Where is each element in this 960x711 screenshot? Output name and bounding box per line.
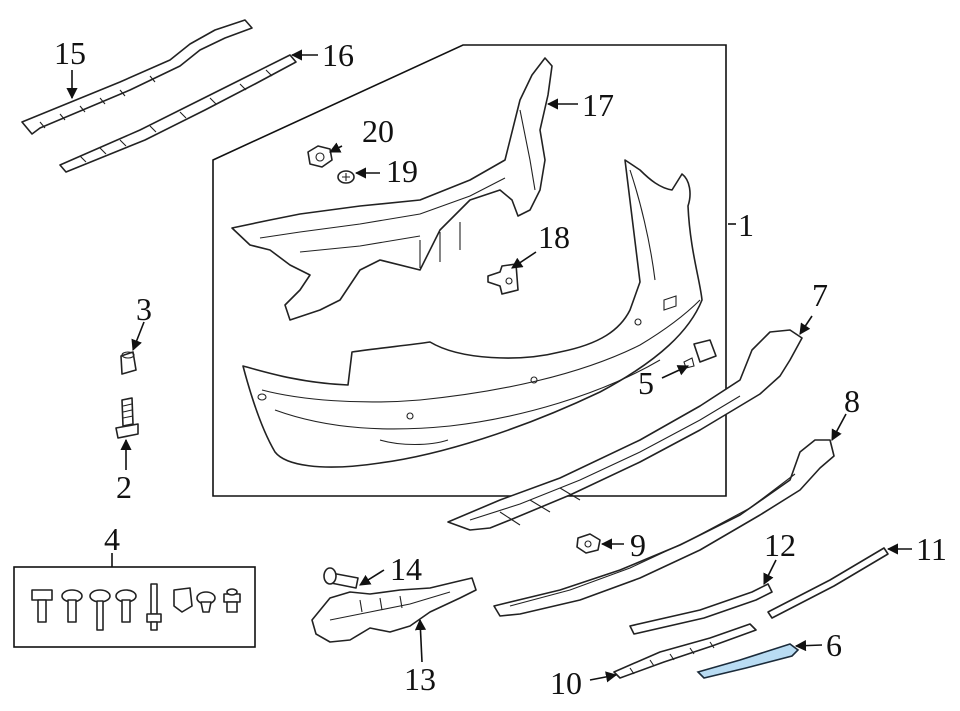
lower-valance-part-7[interactable] bbox=[447, 329, 803, 531]
bracket-part-10[interactable] bbox=[613, 623, 757, 679]
callout-10: 10 bbox=[550, 665, 582, 701]
trim-strip-part-6-highlighted[interactable] bbox=[696, 643, 800, 679]
callout-3: 3 bbox=[136, 291, 152, 327]
bracket-part-13[interactable] bbox=[311, 577, 477, 643]
callout-1: 1 bbox=[738, 207, 754, 243]
callout-19: 19 bbox=[386, 153, 418, 189]
callout-12: 12 bbox=[764, 527, 796, 563]
fastener-kit-box bbox=[13, 566, 256, 648]
callout-20: 20 bbox=[362, 113, 394, 149]
bracket-part-18[interactable] bbox=[487, 263, 519, 295]
lower-trim-part-8[interactable] bbox=[493, 439, 835, 617]
callout-9: 9 bbox=[630, 527, 646, 563]
sensor-bracket-part-5[interactable] bbox=[683, 339, 717, 369]
callout-8: 8 bbox=[844, 383, 860, 419]
fastener-kit-items[interactable] bbox=[31, 583, 241, 631]
strip-part-15[interactable] bbox=[21, 19, 253, 135]
bolt-part-2[interactable] bbox=[115, 397, 139, 439]
bumper-support-bracket[interactable] bbox=[231, 57, 553, 321]
callout-15: 15 bbox=[54, 35, 86, 71]
bumper-cover[interactable] bbox=[242, 159, 703, 468]
trim-strip-part-12[interactable] bbox=[629, 583, 773, 635]
nut-part-20[interactable] bbox=[307, 145, 333, 168]
callout-16: 16 bbox=[322, 37, 354, 73]
callout-18: 18 bbox=[538, 219, 570, 255]
callout-6: 6 bbox=[826, 627, 842, 663]
callout-17: 17 bbox=[582, 87, 614, 123]
callout-11: 11 bbox=[916, 531, 947, 567]
callout-5: 5 bbox=[638, 365, 654, 401]
callout-14: 14 bbox=[390, 551, 422, 587]
leader-lines bbox=[66, 49, 912, 683]
callout-2: 2 bbox=[116, 469, 132, 505]
assembly-outline-box bbox=[212, 44, 727, 497]
callout-7: 7 bbox=[812, 277, 828, 313]
clip-part-19[interactable] bbox=[337, 170, 355, 184]
nut-part-9[interactable] bbox=[576, 533, 601, 554]
strip-part-16[interactable] bbox=[59, 54, 297, 173]
callout-labels: 1 2 3 4 5 6 7 8 9 10 11 12 13 14 15 16 1… bbox=[54, 35, 947, 701]
push-nut-part-3[interactable] bbox=[120, 351, 137, 375]
callout-4: 4 bbox=[104, 521, 120, 557]
bolt-part-14[interactable] bbox=[323, 567, 359, 589]
callout-13: 13 bbox=[404, 661, 436, 697]
